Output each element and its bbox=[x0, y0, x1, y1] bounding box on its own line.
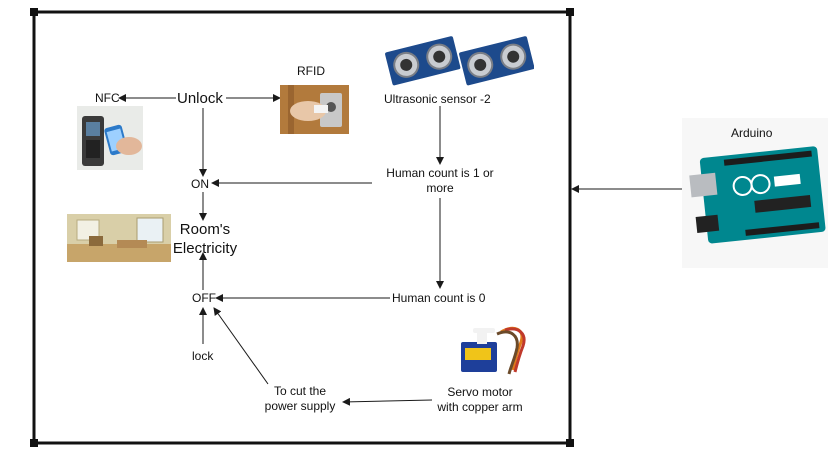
servo-motor-line2: with copper arm bbox=[437, 400, 523, 414]
room-electricity-label: Room's Electricity bbox=[160, 220, 250, 258]
cut-power-line1: To cut the bbox=[273, 384, 327, 398]
arrow-servo-to-cut bbox=[342, 397, 433, 406]
arduino-label: Arduino bbox=[731, 126, 773, 140]
room-electricity-line2: Electricity bbox=[172, 240, 238, 257]
cut-power-label: To cut the power supply bbox=[250, 384, 350, 414]
ultrasonic-sensor-image bbox=[384, 22, 534, 92]
human-count-positive-line1: Human count is 1 or bbox=[386, 166, 494, 180]
servo-motor-line1: Servo motor bbox=[447, 385, 513, 399]
unlock-label: Unlock bbox=[177, 90, 223, 107]
rfid-door-image bbox=[280, 85, 349, 134]
lock-label: lock bbox=[192, 349, 214, 363]
human-count-positive-label: Human count is 1 or more bbox=[378, 166, 502, 196]
off-label: OFF bbox=[192, 291, 216, 305]
on-label: ON bbox=[191, 177, 209, 191]
human-count-positive-line2: more bbox=[426, 181, 454, 195]
room-electricity-line1: Room's bbox=[179, 221, 231, 238]
system-boundary-box bbox=[30, 8, 574, 447]
arduino-board-image bbox=[682, 118, 828, 268]
ultrasonic-sensor-label: Ultrasonic sensor -2 bbox=[384, 92, 491, 106]
nfc-lock-image bbox=[77, 106, 143, 170]
rfid-label: RFID bbox=[297, 64, 325, 78]
human-count-zero-label: Human count is 0 bbox=[392, 291, 486, 305]
servo-motor-image bbox=[455, 320, 530, 382]
cut-power-line2: power supply bbox=[264, 399, 336, 413]
room-image bbox=[67, 214, 171, 262]
arrow-cut-to-off bbox=[213, 307, 269, 385]
nfc-label: NFC bbox=[95, 91, 120, 105]
servo-motor-label: Servo motor with copper arm bbox=[422, 385, 538, 415]
